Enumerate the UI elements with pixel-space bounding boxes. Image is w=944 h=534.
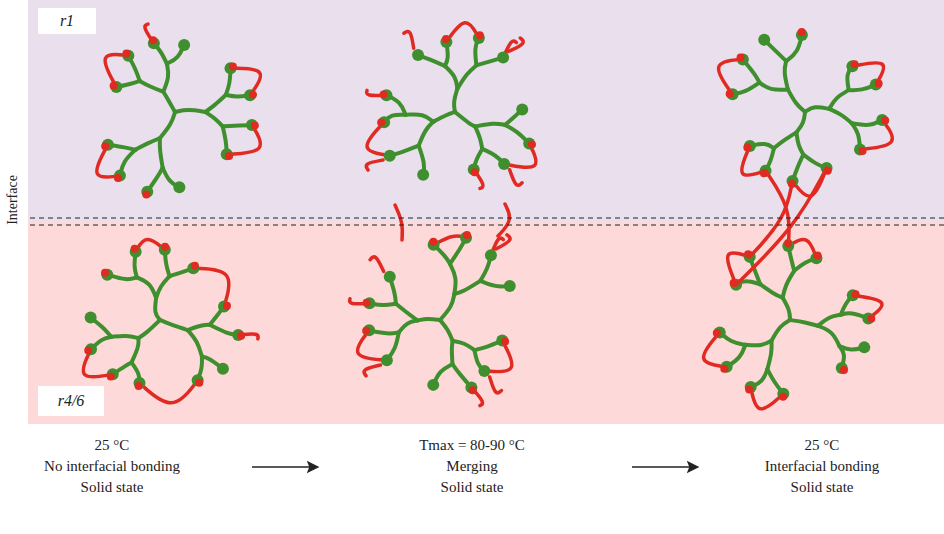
polymer-network [83,23,892,409]
bottom-band [28,221,944,424]
sample-label-box: r4/6 [38,386,104,416]
sample-label: r1 [60,12,74,30]
stage-caption: 25 °C [95,437,130,454]
top-band [28,0,944,221]
stage-caption: No interfacial bonding [44,458,180,475]
stage-caption: Solid state [441,479,504,496]
stage-caption: Solid state [81,479,144,496]
stage-caption: Merging [446,458,497,475]
stage-caption: Solid state [791,479,854,496]
sample-label: r4/6 [58,392,85,410]
stage-caption: 25 °C [805,437,840,454]
stage-caption: Tmax = 80-90 °C [419,437,525,454]
axis-label: Interface [5,175,21,225]
sample-label-box: r1 [38,8,96,34]
interface-line [30,225,944,226]
stage-caption: Interfacial bonding [765,458,880,475]
interface-line [30,218,944,219]
